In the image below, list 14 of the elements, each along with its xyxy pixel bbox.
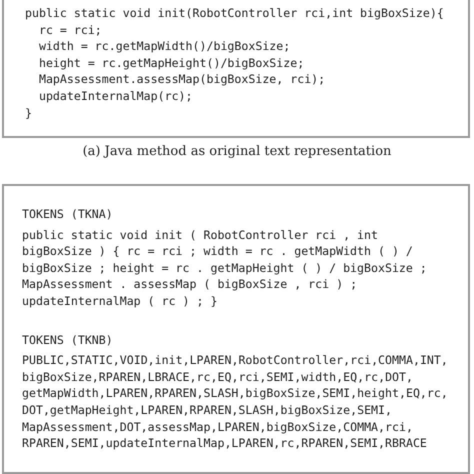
code-line: updateInternalMap(rc); xyxy=(38,88,193,105)
figure-caption: (a) Java method as original text representation xyxy=(82,144,392,159)
code-line: height = rc.getMapHeight()/bigBoxSize; xyxy=(38,54,304,72)
code-panel xyxy=(2,0,470,138)
section-heading: TOKENS (TKNA) xyxy=(22,206,113,223)
token-sequence: PUBLIC,STATIC,VOID,init,LPAREN,RobotController,rci,COMMA,INT,bigBoxSize,RPAREN,LBRACE,rc,EQ,rci,SEMI,width,EQ,rc,DOT,getMapWidth,LPAREN,RPAREN,SLASH,bigBoxSize,SEMI,height,EQ,rc,DOT,getMapHeight,LPAREN,RPAREN,SLASH,bigBoxSize,SEMI,MapAssessment,DOT,assessMap,LPAREN,bigBoxSize,COMMA,rci,RPAREN,SEMI,updateInternalMap,LPAREN,rc,RPAREN,SEMI,RBRACE xyxy=(22,352,449,452)
code-line: public static void init(RobotController rci,int bigBoxSize){ xyxy=(25,5,444,22)
code-panel xyxy=(2,184,470,474)
code-line: rc = rci; xyxy=(38,22,102,38)
code-line: MapAssessment.assessMap(bigBoxSize, rci); xyxy=(38,71,326,88)
code-line: width = rc.getMapWidth()/bigBoxSize; xyxy=(38,38,290,55)
section-heading: TOKENS (TKNB) xyxy=(22,332,113,348)
token-sequence: public static void init ( RobotController rci , int bigBoxSize ) { rc = rci ; width = rc . getMapWidth ( ) / bigBoxSize ; height = rc . getMapHeight ( ) / bigBoxSize ; MapAssessment . assessMap ( bigBoxSize , rci ) ; updateInternalMap ( rc ) ; } xyxy=(22,226,428,310)
code-line: } xyxy=(25,104,32,122)
